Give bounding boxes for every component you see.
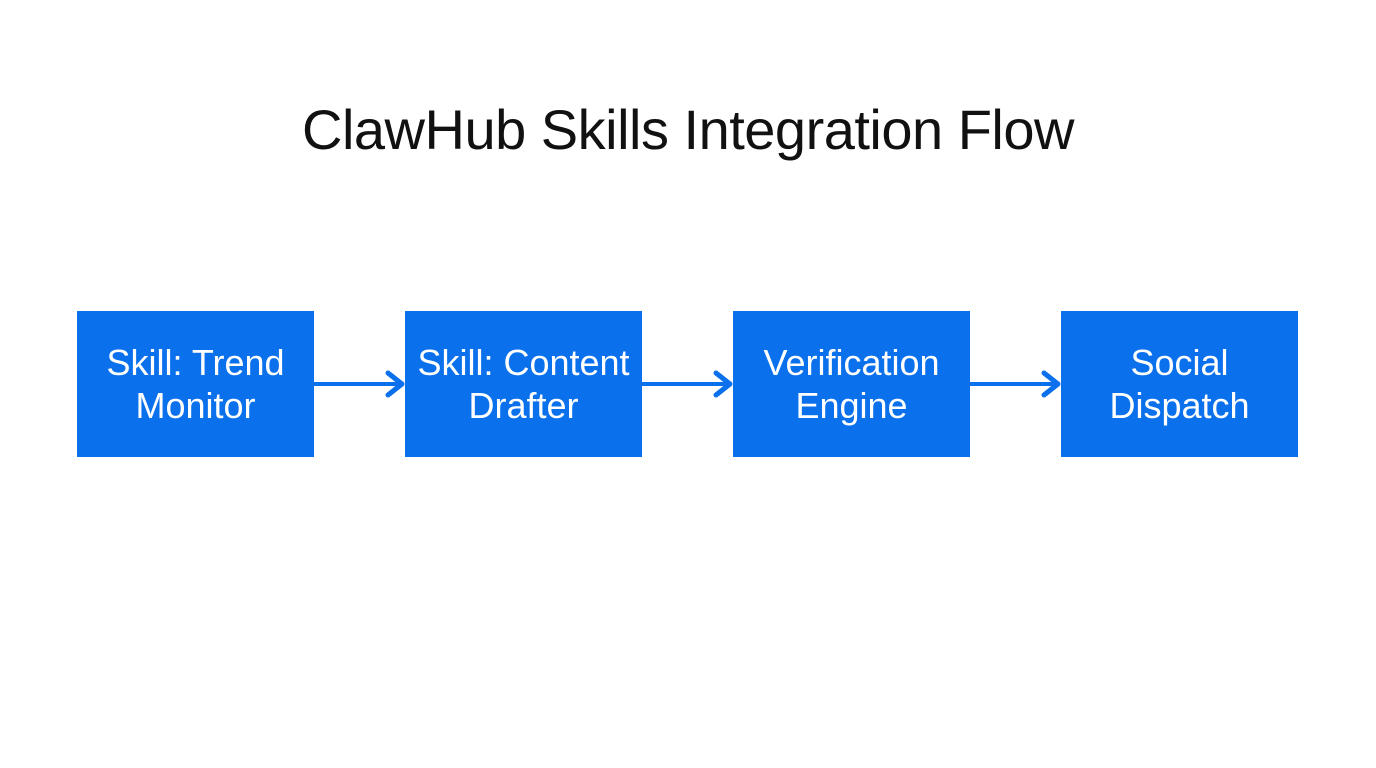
arrow-right-icon (970, 370, 1061, 398)
node-label-line: Drafter (468, 385, 579, 426)
arrow-right-icon (314, 370, 405, 398)
flow-arrow-trend-to-content (314, 369, 406, 399)
node-label-line: Dispatch (1109, 385, 1250, 426)
flow-node-trend-monitor: Skill: Trend Monitor (77, 311, 314, 457)
flow-node-verification-engine: Verification Engine (733, 311, 970, 457)
flow-node-social-dispatch: Social Dispatch (1061, 311, 1298, 457)
node-label-line: Monitor (135, 385, 256, 426)
node-label-line: Engine (795, 385, 908, 426)
node-label-line: Social (1130, 342, 1229, 383)
flow-arrow-verification-to-social (970, 369, 1062, 399)
node-label-line: Verification (763, 342, 940, 383)
node-label-line: Skill: Trend (106, 342, 285, 383)
arrow-right-icon (642, 370, 733, 398)
diagram-title: ClawHub Skills Integration Flow (302, 97, 1074, 161)
flow-node-content-drafter: Skill: Content Drafter (405, 311, 642, 457)
node-label-line: Skill: Content (417, 342, 630, 383)
flow-arrow-content-to-verification (642, 369, 734, 399)
